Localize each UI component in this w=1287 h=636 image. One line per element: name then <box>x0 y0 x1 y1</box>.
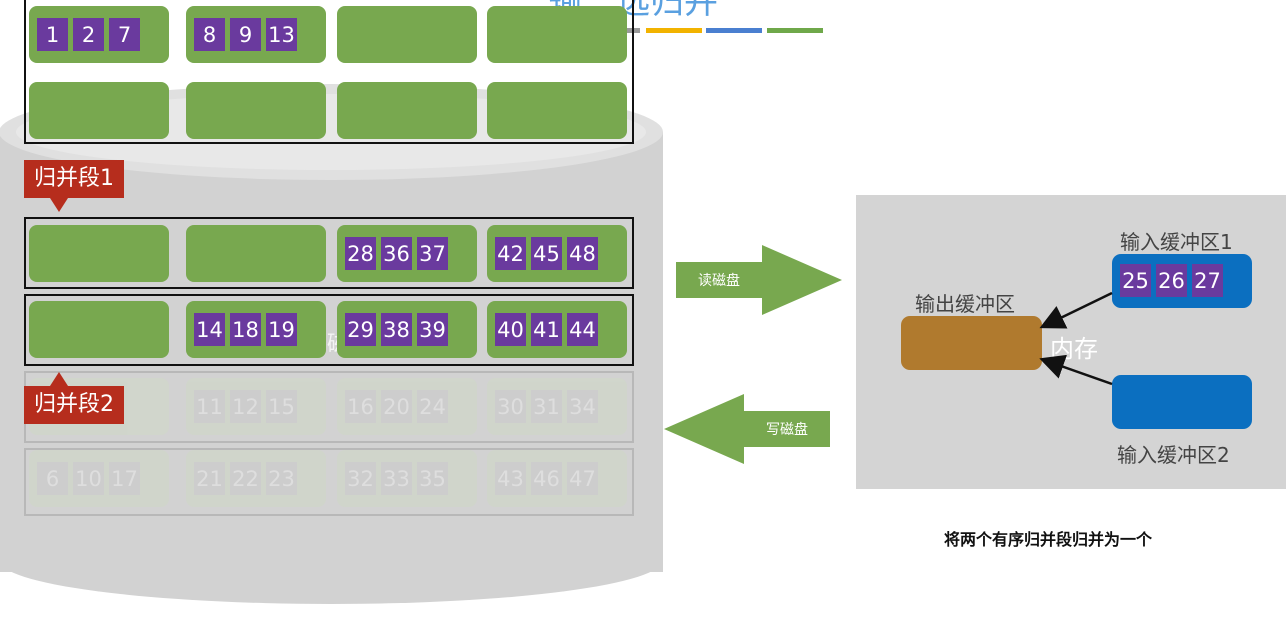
record-cell: 21 <box>194 462 225 495</box>
disk-blocks: 1278913283637424548141819293839404144591… <box>29 6 627 507</box>
disk-block <box>29 301 169 358</box>
record-cell: 20 <box>381 390 412 423</box>
record-cell: 13 <box>266 18 297 51</box>
input-buffer-2-label: 输入缓冲区2 <box>1117 443 1230 467</box>
record-cell: 17 <box>109 462 140 495</box>
disk-block <box>29 225 169 282</box>
record-cell: 29 <box>345 313 376 346</box>
merge-segment-2-tag: 归并段2 <box>24 386 124 424</box>
output-buffer <box>901 316 1042 370</box>
record-cell: 19 <box>266 313 297 346</box>
legend-dash-blue <box>706 28 762 33</box>
disk-block <box>337 82 477 139</box>
record-cell: 22 <box>230 462 261 495</box>
disk-track-3 <box>24 294 634 366</box>
record-cell: 48 <box>567 237 598 270</box>
input-buffer-1-cell: 26 <box>1156 264 1187 297</box>
record-cell: 7 <box>109 18 140 51</box>
record-cell: 28 <box>345 237 376 270</box>
output-buffer-label: 输出缓冲区 <box>915 292 1015 316</box>
merge-segment-1-tag: 归并段1 <box>24 160 124 198</box>
record-cell: 47 <box>567 462 598 495</box>
legend-dash-green <box>767 28 823 33</box>
record-cell: 31 <box>531 390 562 423</box>
record-cell: 34 <box>567 390 598 423</box>
record-cell: 43 <box>495 462 526 495</box>
record-cell: 45 <box>531 237 562 270</box>
input-buffer-1-cell: 25 <box>1120 264 1151 297</box>
input-buffer-2 <box>1112 375 1252 429</box>
record-cell: 9 <box>230 18 261 51</box>
record-cell: 23 <box>266 462 297 495</box>
diagram-caption: 将两个有序归并段归并为一个 <box>944 530 1153 549</box>
record-cell: 18 <box>230 313 261 346</box>
record-cell: 41 <box>531 313 562 346</box>
record-cell: 38 <box>381 313 412 346</box>
read-disk-label: 读磁盘 <box>698 273 740 289</box>
record-cell: 46 <box>531 462 562 495</box>
input-buffer-1-label: 输入缓冲区1 <box>1120 230 1233 254</box>
record-cell: 37 <box>417 237 448 270</box>
merge-segment-2-pointer <box>50 372 68 386</box>
legend-dash-yellow <box>646 28 702 33</box>
disk-block <box>186 225 326 282</box>
input-buffer-1: 25 26 27 <box>1112 254 1252 308</box>
record-cell: 32 <box>345 462 376 495</box>
record-cell: 44 <box>567 313 598 346</box>
disk-block <box>337 6 477 63</box>
record-cell: 40 <box>495 313 526 346</box>
write-disk-label: 写磁盘 <box>766 422 808 438</box>
disk-block <box>487 6 627 63</box>
record-cell: 12 <box>230 390 261 423</box>
record-cell: 10 <box>73 462 104 495</box>
record-cell: 33 <box>381 462 412 495</box>
disk-track-2 <box>24 217 634 289</box>
record-cell: 2 <box>73 18 104 51</box>
record-cell: 8 <box>194 18 225 51</box>
record-cell: 42 <box>495 237 526 270</box>
record-cell: 35 <box>417 462 448 495</box>
write-disk-arrow <box>664 394 830 464</box>
disk-track-1 <box>24 0 634 144</box>
disk-block <box>186 82 326 139</box>
record-cell: 15 <box>266 390 297 423</box>
record-cell: 11 <box>194 390 225 423</box>
record-cell: 1 <box>37 18 68 51</box>
disk-track-5 <box>24 448 634 516</box>
record-cell: 36 <box>381 237 412 270</box>
merge-segment-1-pointer <box>50 198 68 212</box>
merge-arrows <box>1039 291 1113 386</box>
read-disk-arrow <box>676 245 842 315</box>
disk-block <box>29 82 169 139</box>
record-cell: 30 <box>495 390 526 423</box>
record-cell: 39 <box>417 313 448 346</box>
record-cell: 6 <box>37 462 68 495</box>
record-cell: 14 <box>194 313 225 346</box>
disk-block <box>487 82 627 139</box>
input-buffer-1-cell: 27 <box>1192 264 1223 297</box>
record-cell: 16 <box>345 390 376 423</box>
record-cell: 24 <box>417 390 448 423</box>
